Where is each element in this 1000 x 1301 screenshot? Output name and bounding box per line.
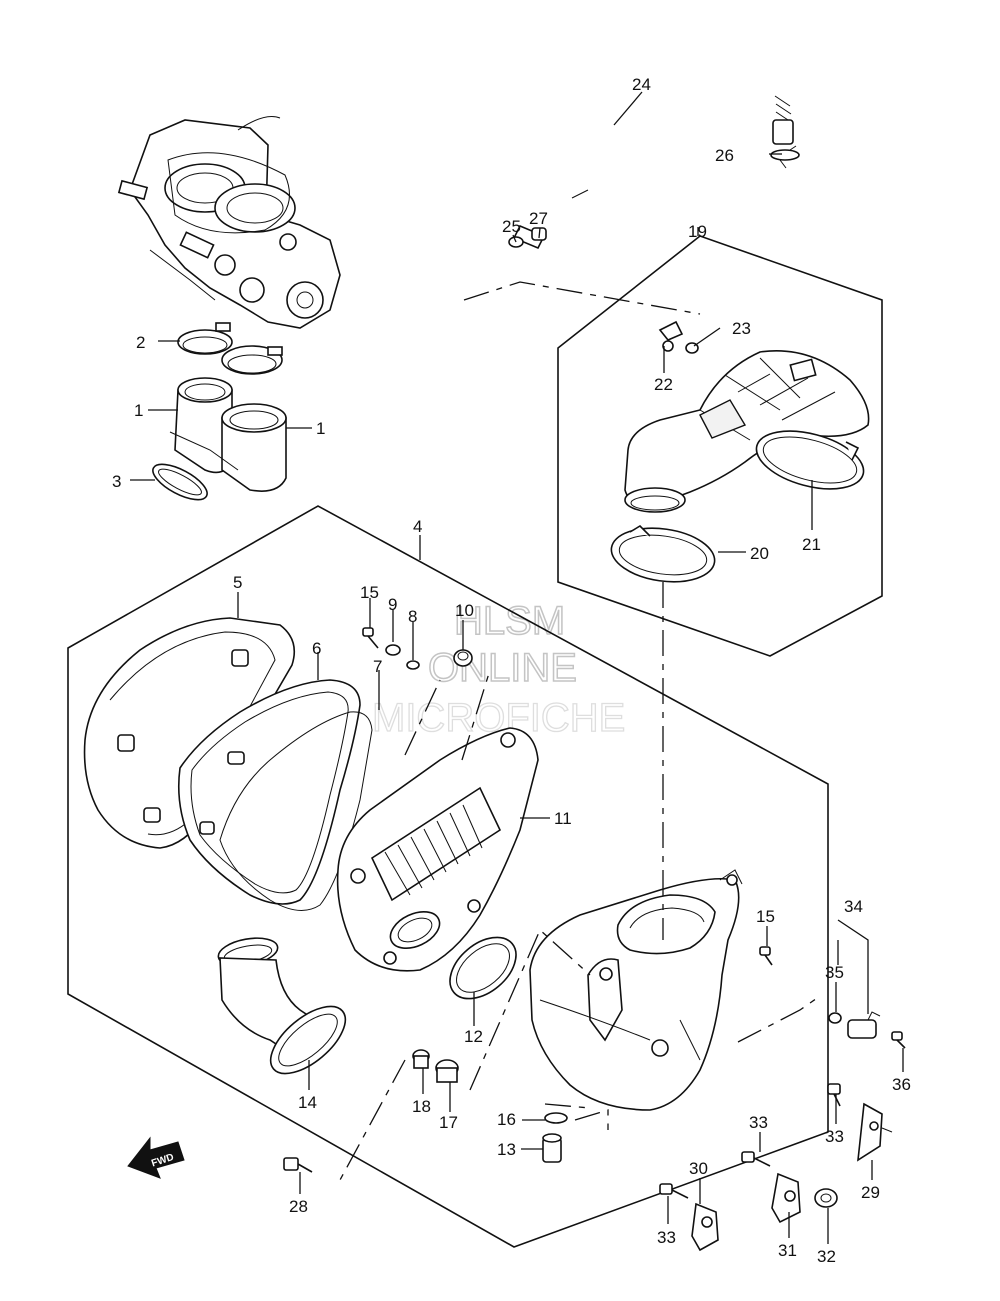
callout-19: 19 xyxy=(688,222,707,241)
watermark-line-2: ONLINE xyxy=(428,646,577,690)
callout-30: 30 xyxy=(689,1159,708,1178)
callout-13: 13 xyxy=(497,1140,516,1159)
bracket-30 xyxy=(691,1202,719,1252)
intake-joint-clamp xyxy=(177,322,283,375)
intake-duct xyxy=(624,320,870,513)
callout-27: 27 xyxy=(529,209,548,228)
callout-15-right: 15 xyxy=(756,907,775,926)
duct-clamp-20 xyxy=(610,524,716,583)
callout-3: 3 xyxy=(112,472,121,491)
intake-pipe xyxy=(169,377,287,492)
callout-32: 32 xyxy=(817,1247,836,1266)
callout-7: 7 xyxy=(373,657,382,676)
screw-15b xyxy=(759,946,773,966)
duct-clamp-21 xyxy=(755,430,865,490)
bracket-31 xyxy=(771,1172,801,1224)
callout-6: 6 xyxy=(312,639,321,658)
leader-lines xyxy=(130,91,904,1244)
clip-16 xyxy=(544,1112,568,1124)
watermark: HLSM ONLINE MICROFICHE xyxy=(371,598,626,740)
air-filter-element xyxy=(336,727,539,972)
callout-9: 9 xyxy=(388,595,397,614)
callout-22: 22 xyxy=(654,375,673,394)
callout-4: 4 xyxy=(413,517,422,536)
callout-8: 8 xyxy=(408,607,417,626)
bolt-33c xyxy=(659,1183,689,1199)
screw-15a xyxy=(362,627,379,649)
bracket-29 xyxy=(857,1102,893,1162)
callout-15-top: 15 xyxy=(360,583,379,602)
throttle-body xyxy=(117,116,341,329)
grommet-32 xyxy=(814,1188,838,1208)
callout-14: 14 xyxy=(298,1093,317,1112)
callout-33-left: 33 xyxy=(657,1228,676,1247)
callout-18: 18 xyxy=(412,1097,431,1116)
collar-18 xyxy=(412,1049,430,1069)
bolt-28 xyxy=(283,1157,313,1173)
callout-24: 24 xyxy=(632,75,651,94)
callout-21: 21 xyxy=(802,535,821,554)
callout-33-right: 33 xyxy=(825,1127,844,1146)
intake-duct-assembly-box xyxy=(557,235,883,657)
watermark-line-1: HLSM xyxy=(454,599,565,643)
callout-2: 2 xyxy=(136,333,145,352)
screw-36 xyxy=(891,1031,906,1049)
bolt-33a xyxy=(827,1083,841,1107)
callout-23: 23 xyxy=(732,319,751,338)
callout-5: 5 xyxy=(233,573,242,592)
hose-clip-26 xyxy=(770,145,800,169)
intake-clamp-3 xyxy=(152,463,208,501)
washer-35 xyxy=(828,1012,842,1024)
callout-26: 26 xyxy=(715,146,734,165)
callout-25: 25 xyxy=(502,217,521,236)
callout-35: 35 xyxy=(825,963,844,982)
callout-10: 10 xyxy=(455,601,474,620)
washer-9 xyxy=(385,644,401,656)
air-cleaner-case xyxy=(529,869,743,1111)
grommet-10 xyxy=(453,649,473,667)
collar-13 xyxy=(542,1133,562,1163)
callout-20: 20 xyxy=(750,544,769,563)
callout-36: 36 xyxy=(892,1075,911,1094)
cover-gasket-6 xyxy=(177,679,361,905)
air-cleaner-cover xyxy=(83,617,296,849)
callout-28: 28 xyxy=(289,1197,308,1216)
callout-16: 16 xyxy=(497,1110,516,1129)
callout-34: 34 xyxy=(844,897,863,916)
callout-1-left: 1 xyxy=(134,401,143,420)
callout-31: 31 xyxy=(778,1241,797,1260)
forward-arrow-icon: FWD xyxy=(127,1136,185,1179)
filter-gasket-12 xyxy=(449,936,517,1000)
cover-gasket-7 xyxy=(219,711,373,911)
callout-12: 12 xyxy=(464,1027,483,1046)
callout-33-middle: 33 xyxy=(749,1113,768,1132)
callout-11: 11 xyxy=(554,809,572,828)
callout-numbers: 24 26 25 27 19 23 22 2 1 1 3 4 5 15 9 8 … xyxy=(112,75,911,1266)
intake-tube xyxy=(217,937,347,1075)
bolt-33b xyxy=(741,1151,771,1167)
breather-hose xyxy=(512,71,794,250)
air-cleaner-assembly-box xyxy=(67,505,829,1248)
callout-29: 29 xyxy=(861,1183,880,1202)
grommet-17 xyxy=(435,1059,459,1083)
sensor-34 xyxy=(847,1011,881,1039)
callout-1-right: 1 xyxy=(316,419,325,438)
callout-17: 17 xyxy=(439,1113,458,1132)
washer-8 xyxy=(406,660,420,670)
assembly-lines xyxy=(339,281,821,1181)
